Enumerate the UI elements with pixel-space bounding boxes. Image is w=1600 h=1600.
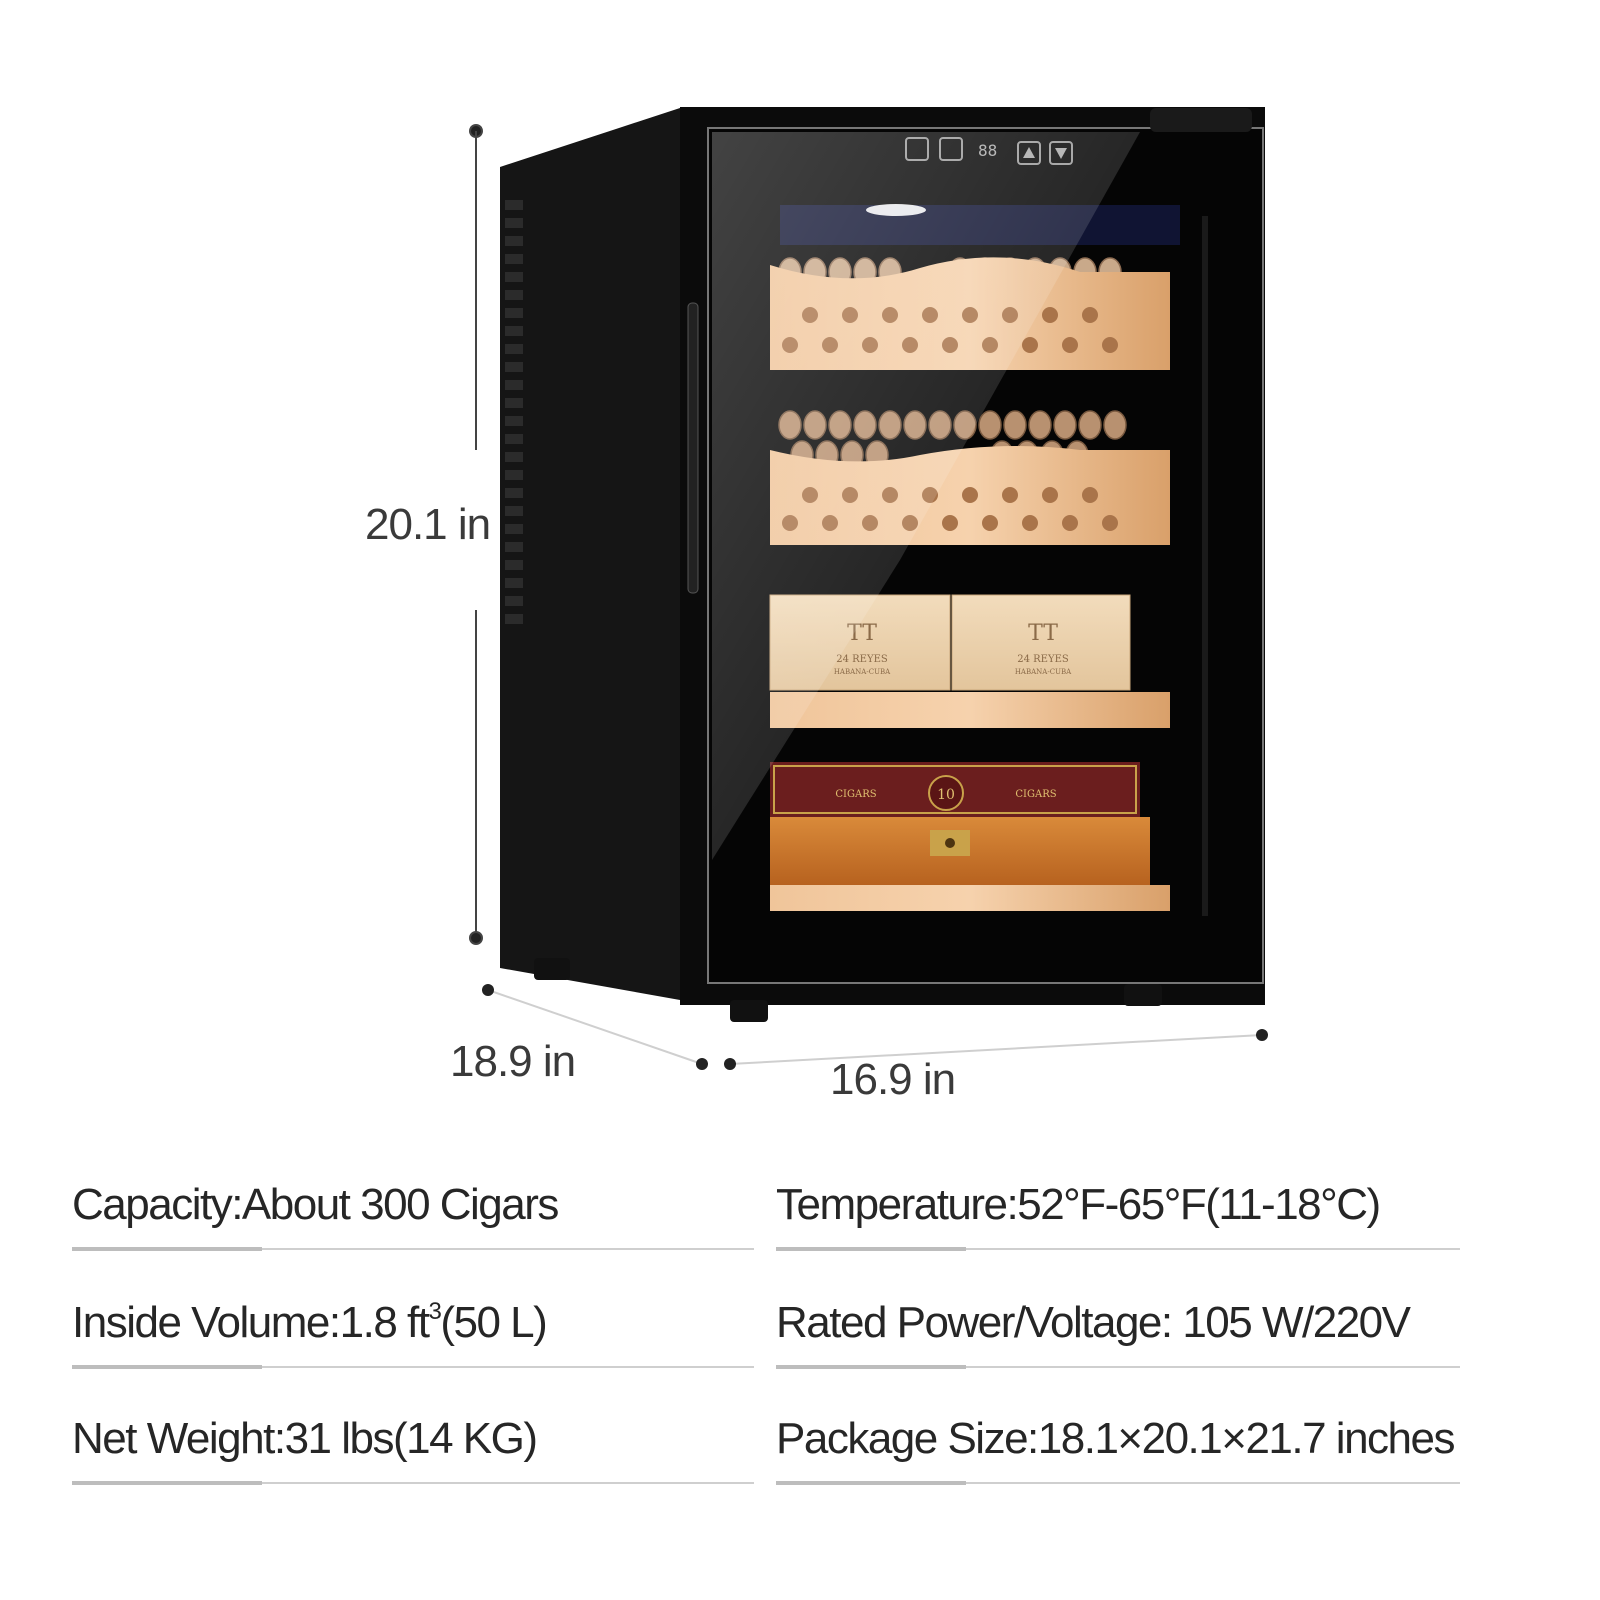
door-handle	[687, 302, 699, 594]
box-brand-label: 24 REYES	[836, 654, 888, 665]
cabinet-side-panel	[500, 108, 680, 1000]
svg-text:HABANA-CUBA: HABANA-CUBA	[1015, 668, 1072, 676]
shelf-4-cigar-case: CIGARS CIGARS 10	[770, 762, 1170, 911]
spec-divider	[72, 1248, 754, 1250]
spec-accent-bar	[776, 1481, 966, 1485]
spec-capacity: Capacity:About 300 Cigars	[72, 1176, 754, 1256]
width-dimension-line	[724, 1029, 1268, 1070]
depth-dimension-label: 18.9 in	[450, 1037, 576, 1086]
spec-accent-bar	[776, 1247, 966, 1251]
front-foot-left	[534, 958, 570, 980]
depth-dimension-line	[482, 984, 708, 1070]
hinge-top	[1150, 108, 1252, 132]
spec-net-weight: Net Weight:31 lbs(14 KG)	[72, 1410, 754, 1490]
side-vent-grille	[505, 200, 523, 624]
svg-text:CIGARS: CIGARS	[1015, 789, 1056, 800]
height-dimension-line	[469, 124, 483, 945]
spec-net-weight-text: Net Weight:31 lbs(14 KG)	[72, 1414, 538, 1463]
spec-divider	[776, 1482, 1460, 1484]
foot-front-right	[1124, 984, 1162, 1006]
spec-divider	[72, 1482, 754, 1484]
spec-temperature-text: Temperature:52°F-65°F(11-18°C)	[776, 1180, 1381, 1229]
spec-accent-bar	[72, 1481, 262, 1485]
spec-divider	[776, 1248, 1460, 1250]
spec-rated-power: Rated Power/Voltage: 105 W/220V	[776, 1294, 1460, 1374]
cigar-humidor-illustration: 88	[469, 107, 1268, 1070]
spec-temperature: Temperature:52°F-65°F(11-18°C)	[776, 1176, 1460, 1256]
svg-text:10: 10	[937, 787, 955, 803]
spec-inside-volume: Inside Volume:1.8 ft3(50 L)	[72, 1294, 754, 1374]
spec-rated-power-text: Rated Power/Voltage: 105 W/220V	[776, 1298, 1411, 1347]
svg-text:CIGARS: CIGARS	[835, 789, 876, 800]
spec-divider	[72, 1366, 754, 1368]
spec-inside-volume-text: Inside Volume:1.8 ft3(50 L)	[72, 1298, 548, 1347]
width-dimension-label: 16.9 in	[830, 1055, 956, 1104]
spec-package-size: Package Size:18.1×20.1×21.7 inches	[776, 1410, 1460, 1490]
svg-text:HABANA-CUBA: HABANA-CUBA	[834, 668, 891, 676]
spec-capacity-text: Capacity:About 300 Cigars	[72, 1180, 559, 1229]
spec-accent-bar	[776, 1365, 966, 1369]
foot-front-left	[730, 1000, 768, 1022]
spec-divider	[776, 1366, 1460, 1368]
svg-text:TT: TT	[1028, 621, 1058, 646]
spec-accent-bar	[72, 1247, 262, 1251]
spec-package-size-text: Package Size:18.1×20.1×21.7 inches	[776, 1414, 1456, 1463]
height-dimension-label: 20.1 in	[365, 500, 491, 549]
svg-text:24 REYES: 24 REYES	[1017, 654, 1069, 665]
spec-accent-bar	[72, 1365, 262, 1369]
